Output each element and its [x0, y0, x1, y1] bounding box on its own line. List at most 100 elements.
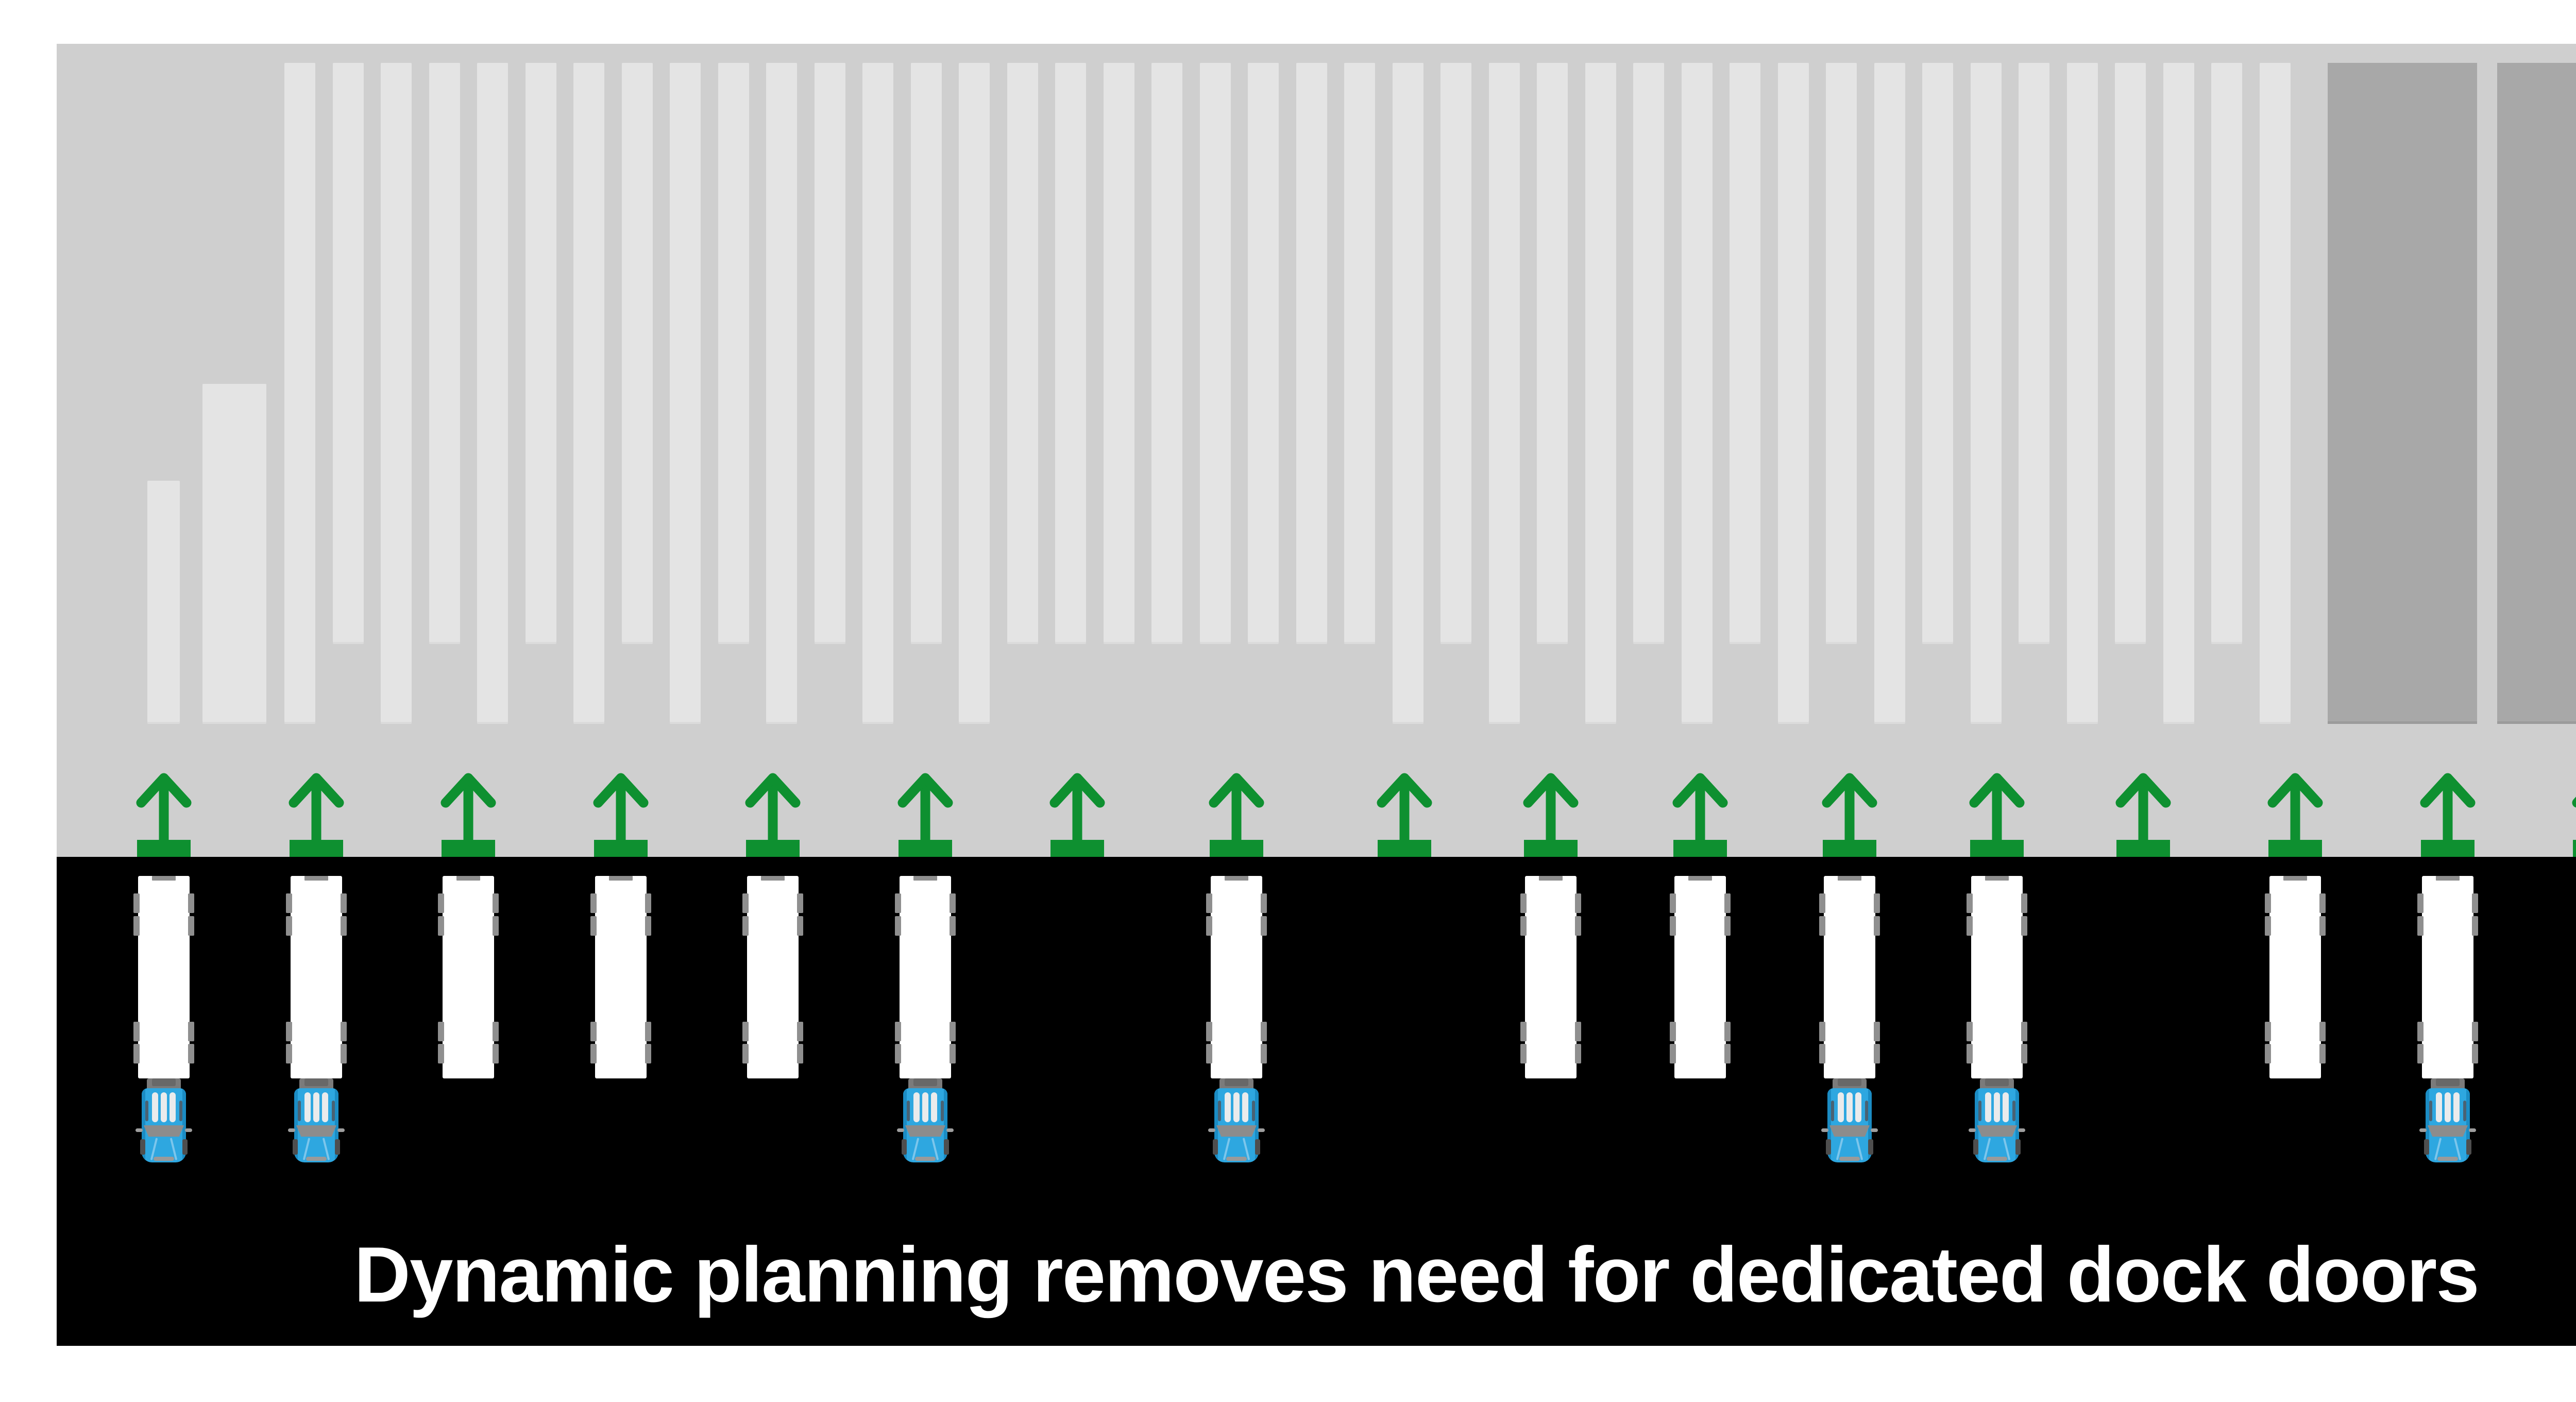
- roof-vent-stripe: [1846, 1092, 1853, 1122]
- trailer-wheel: [2417, 916, 2424, 936]
- cab-windshield: [2428, 1125, 2468, 1137]
- roof-vent-stripe: [1225, 1092, 1231, 1122]
- trailer-wheel: [1206, 916, 1212, 936]
- trailer-wheel: [341, 893, 347, 913]
- trailer-wheel: [438, 893, 444, 913]
- storage-lane: [1296, 63, 1327, 644]
- storage-lane: [911, 63, 942, 644]
- trailer-wheel: [645, 1044, 651, 1063]
- cab-paint: [142, 1088, 186, 1162]
- storage-lane: [1440, 63, 1471, 644]
- storage-lane: [1874, 63, 1905, 724]
- cab-drawbar-inner: [913, 1078, 937, 1086]
- cab-side-shade: [1868, 1088, 1872, 1162]
- storage-lane: [1826, 63, 1857, 644]
- trailer-wheel: [1874, 893, 1880, 913]
- roof-vent-stripe: [2445, 1092, 2451, 1122]
- cab-window-slot: [941, 1101, 944, 1121]
- cab-window-slot: [179, 1101, 182, 1121]
- storage-lane: [1344, 63, 1375, 644]
- storage-lane: [670, 63, 701, 724]
- cab-side-shade: [944, 1088, 947, 1162]
- front-fender: [335, 1139, 340, 1155]
- cab-windshield: [1977, 1125, 2017, 1137]
- cab-window-slot: [1978, 1101, 1981, 1121]
- front-fender: [2466, 1139, 2471, 1155]
- cab-roof: [903, 1088, 947, 1162]
- side-mirror: [288, 1128, 295, 1132]
- roof-vent-stripe: [1233, 1092, 1240, 1122]
- cab-side-shade: [1975, 1088, 1978, 1162]
- trailer-wheel: [950, 1022, 956, 1041]
- trailer: [1520, 876, 1581, 1078]
- trailer: [590, 876, 651, 1078]
- trailer-wheel: [2417, 1022, 2424, 1041]
- storage-lane: [1248, 63, 1279, 644]
- trailer-wheel: [133, 1044, 140, 1063]
- trailer-wheel: [438, 1022, 444, 1041]
- storage-lane: [1104, 63, 1134, 644]
- trailer-wheel: [188, 916, 194, 936]
- dock-available-arrow-icon: [1672, 773, 1728, 857]
- trailer-wheel: [1874, 916, 1880, 936]
- cab-drawbar: [2431, 1078, 2465, 1091]
- trailer-wheel: [188, 1022, 194, 1041]
- cab-drawbar-inner: [304, 1078, 328, 1086]
- dock-bumper: [1688, 876, 1712, 881]
- trailer-wheel: [950, 1044, 956, 1063]
- dock-available-arrow-icon: [1969, 773, 2025, 857]
- trailer-wheel: [895, 916, 901, 936]
- storage-lane: [1055, 63, 1086, 644]
- dock-available-arrow-icon: [1377, 773, 1432, 857]
- truck-cab: [135, 1078, 192, 1162]
- dock-bumper: [304, 876, 328, 881]
- dock-available-arrow-icon: [2115, 773, 2171, 857]
- storage-lane: [2211, 63, 2242, 644]
- trailer-wheel: [645, 1022, 651, 1041]
- storage-lane: [1971, 63, 2002, 724]
- cab-paint: [1214, 1088, 1259, 1162]
- cab-window-slot: [1865, 1101, 1868, 1121]
- cab-side-shade: [2426, 1088, 2429, 1162]
- cab-drawbar-inner: [1985, 1078, 2009, 1086]
- cab-paint: [1827, 1088, 1872, 1162]
- trailer-wheel: [438, 1044, 444, 1063]
- cab-front-grille: [1839, 1157, 1860, 1161]
- dock-bumper: [761, 876, 785, 881]
- front-fender: [293, 1139, 298, 1155]
- side-mirror: [1208, 1128, 1215, 1132]
- trailer-wheel: [1724, 1044, 1731, 1063]
- storage-lane: [284, 63, 315, 724]
- trailer-wheel: [1967, 1044, 1973, 1063]
- trailer-wheel: [645, 916, 651, 936]
- storage-lane: [202, 384, 266, 724]
- trailer-wheel: [1819, 916, 1825, 936]
- dock-available-arrow-icon: [2572, 797, 2576, 857]
- dock-bumper: [2436, 876, 2460, 881]
- trailer-wheel: [1261, 893, 1267, 913]
- storage-lane: [381, 63, 412, 724]
- trailer-wheel: [2265, 1022, 2271, 1041]
- trailer-wheel: [341, 916, 347, 936]
- front-fender: [1868, 1139, 1873, 1155]
- truck-cab: [1821, 1078, 1878, 1162]
- cab-windshield: [1829, 1125, 1870, 1137]
- dock-bumper: [1539, 876, 1563, 881]
- caption-text: Dynamic planning removes need for dedica…: [354, 1231, 2480, 1319]
- dock-available-arrow-icon: [440, 773, 496, 857]
- trailer: [2265, 876, 2326, 1078]
- truck-cab: [2419, 1078, 2476, 1162]
- front-fender: [1973, 1139, 1978, 1155]
- trailer-wheel: [2265, 893, 2271, 913]
- trailer-wheel: [1575, 1044, 1581, 1063]
- trailer-wheel: [590, 1044, 597, 1063]
- trailer-wheel: [1670, 1022, 1676, 1041]
- trailer-wheel: [1261, 1044, 1267, 1063]
- trailer-wheel: [895, 893, 901, 913]
- dock-available-arrow-icon: [2420, 773, 2476, 857]
- cab-side-shade: [294, 1088, 298, 1162]
- trailer-wheel: [2021, 916, 2027, 936]
- storage-lane: [862, 63, 893, 724]
- dock-available-arrow-icon: [136, 773, 192, 857]
